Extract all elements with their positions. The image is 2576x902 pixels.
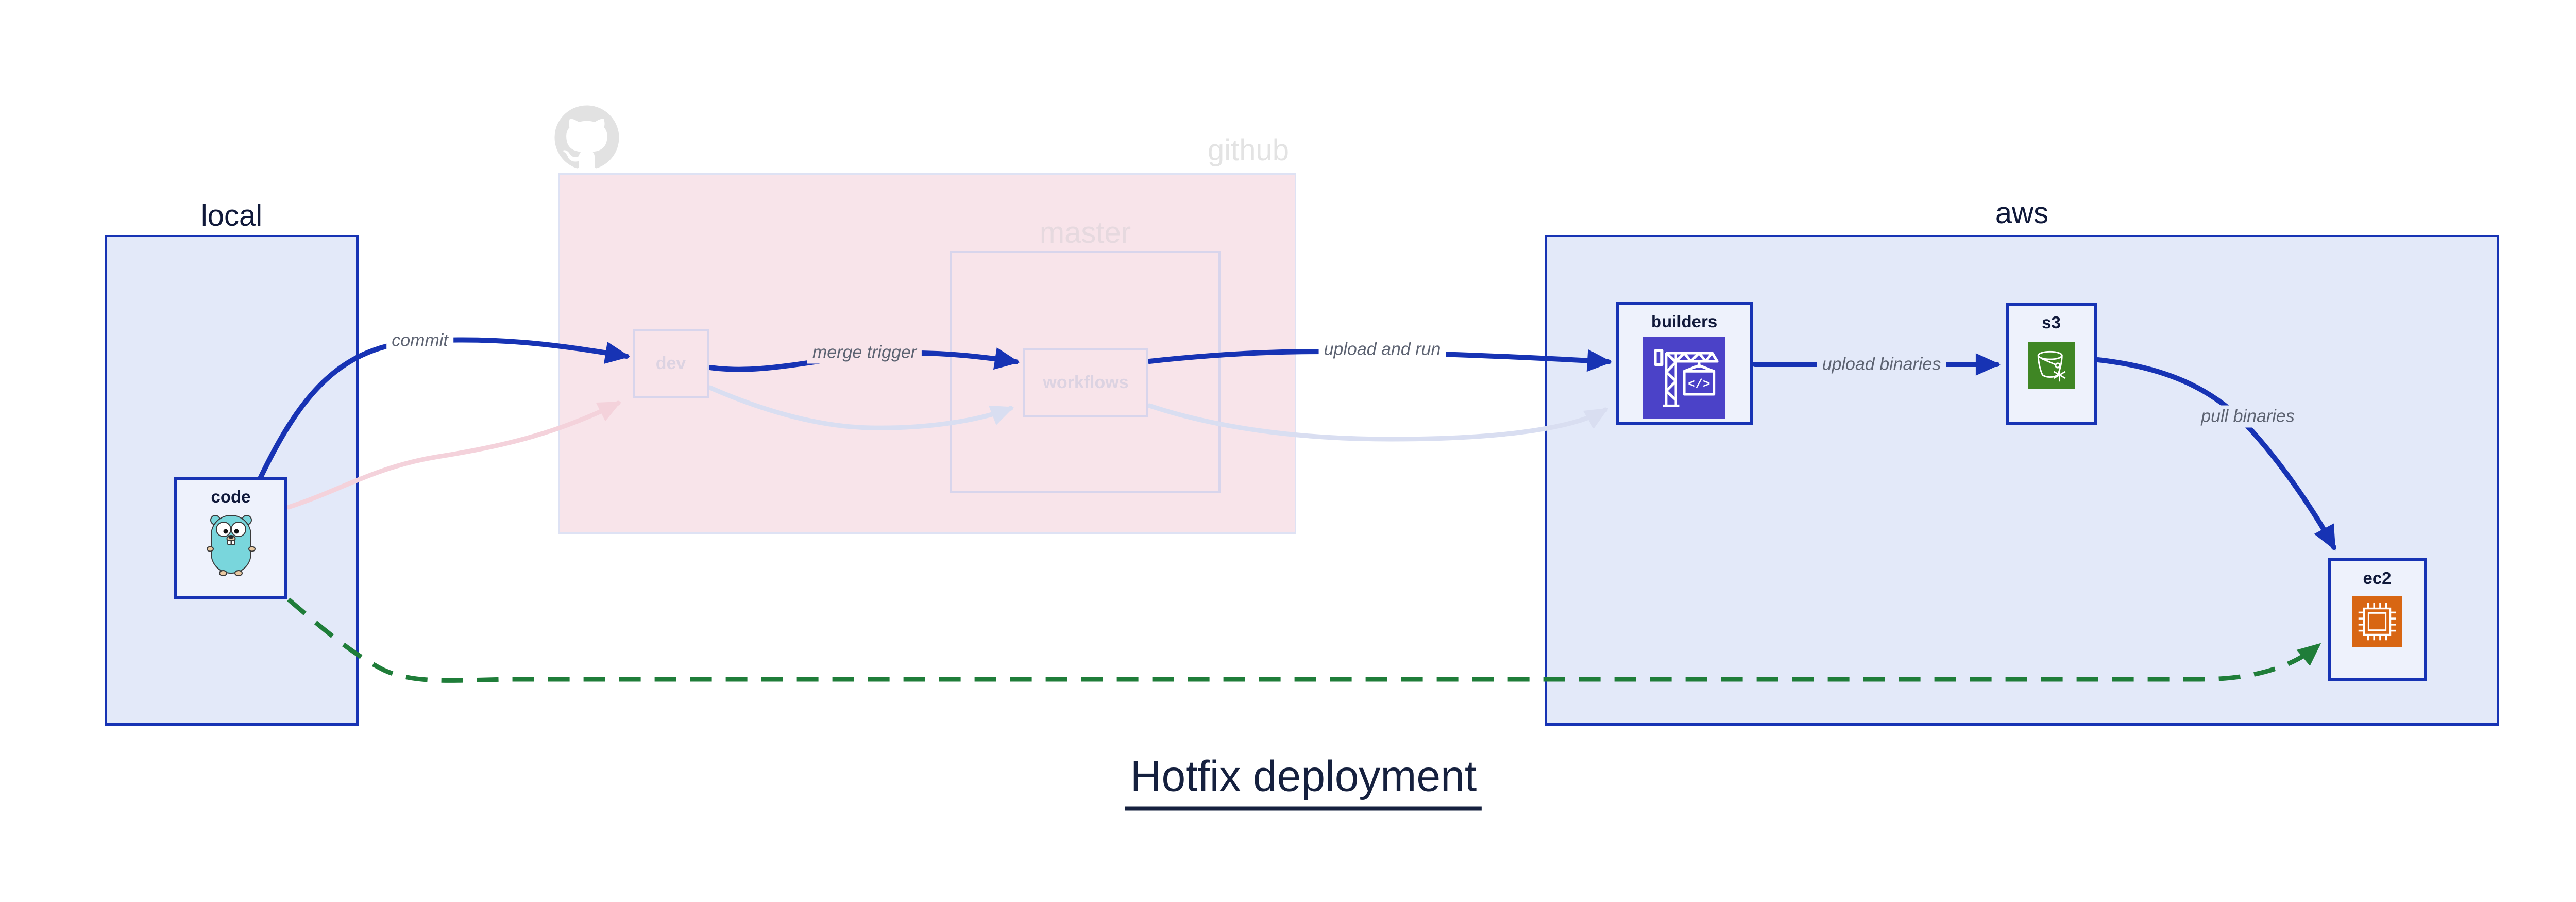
- region-master: [950, 251, 1221, 493]
- node-workflows: workflows: [1023, 348, 1148, 417]
- region-label-github: github: [1207, 133, 1289, 167]
- node-workflows-label: workflows: [1043, 373, 1129, 392]
- edge-label-commit: commit: [386, 329, 453, 352]
- region-label-local: local: [200, 199, 263, 232]
- edge-label-pull-binaries: pull binaries: [2196, 405, 2300, 428]
- s3-bucket-snowflake-icon: [2027, 342, 2075, 389]
- node-dev-label: dev: [655, 353, 686, 373]
- node-dev: dev: [633, 329, 709, 398]
- region-label-aws: aws: [1995, 196, 2049, 230]
- codebuild-crane-icon: </>: [1643, 337, 1725, 419]
- code-glyph: </>: [1688, 378, 1710, 392]
- node-ec2: ec2: [2328, 558, 2427, 681]
- go-gopher-icon: [206, 515, 256, 576]
- edge-label-upload-and-run: upload and run: [1318, 338, 1446, 361]
- node-s3: s3: [2006, 303, 2097, 425]
- node-code: code: [174, 477, 287, 599]
- node-builders: builders </>: [1616, 302, 1753, 425]
- node-s3-label: s3: [2042, 313, 2061, 332]
- node-ec2-label: ec2: [2363, 569, 2392, 588]
- diagram-title: Hotfix deployment: [1125, 751, 1482, 811]
- github-octocat-icon: [554, 105, 619, 169]
- node-code-label: code: [211, 487, 251, 506]
- edge-label-merge-trigger: merge trigger: [807, 341, 922, 364]
- region-label-master: master: [1039, 216, 1131, 249]
- edge-label-upload-binaries: upload binaries: [1817, 353, 1946, 376]
- ec2-chip-icon: [2352, 596, 2402, 647]
- node-builders-label: builders: [1651, 312, 1718, 331]
